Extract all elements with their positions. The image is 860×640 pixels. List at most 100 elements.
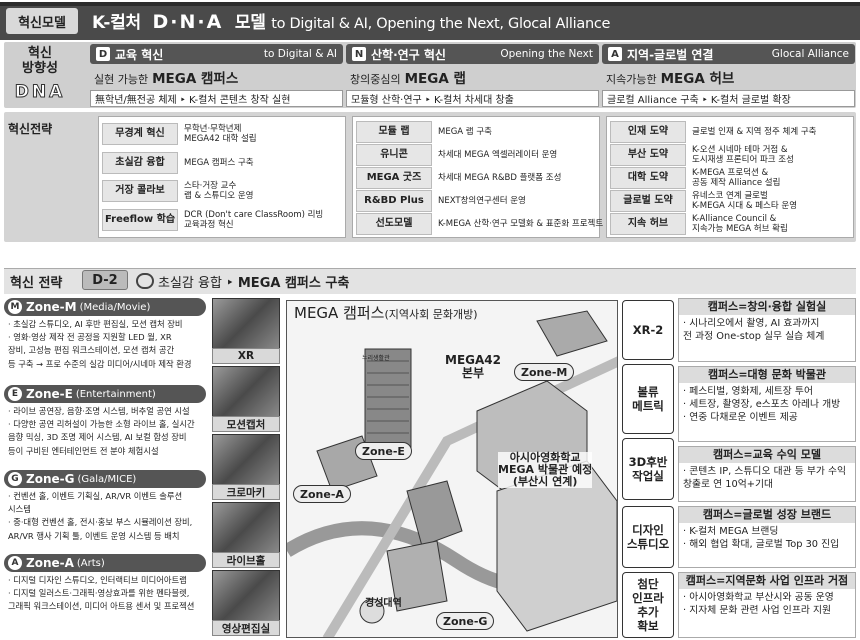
benefit-box: 캠퍼스=대형 문화 박물관 · 페스티벌, 영화제, 세트장 투어· 세트장, … [678, 366, 856, 442]
strategy-value: 글로벌 인재 & 지역 정주 체계 구축 [692, 127, 817, 137]
strategy-value-line: DCR (Don't care ClassRoom) 리빙 [184, 209, 324, 220]
benefit-item: · 해외 협업 확대, 글로벌 Top 30 진입 [683, 539, 840, 550]
strategy-value-line: K-MEGA 산학·연구 모델화 & 표준화 프로젝트 [438, 218, 604, 229]
zone-sub: (Media/Movie) [79, 301, 151, 313]
vision-col-desc: 無학년/無전공 체제 ‣ K-컬처 콘텐츠 창작 실현 [90, 90, 343, 107]
vision-col-strong: MEGA 캠퍼스 [152, 71, 239, 87]
zone-body: · 컨벤션 홀, 이벤트 기획실, AR/VR 이벤트 솔루션 시스템· 중·대… [4, 488, 206, 543]
section-title: 혁신 전략 [10, 276, 63, 291]
strategy-value-line: K-오션 시네마 테마 거점 & [692, 144, 788, 155]
vision-col-sub-text: 지속가능한 [606, 73, 657, 86]
thumb-label: 크로마키 [212, 484, 280, 500]
strategy-value-line: MEGA42 대학 설립 [184, 134, 257, 145]
section-bar [4, 268, 856, 294]
strategy-row: 부산 도약 K-오션 시네마 테마 거점 &도시재생 프론티어 파크 조성 [610, 143, 850, 166]
thumb-photo [213, 571, 279, 621]
zone-line: 등이 구비된 엔터테인먼트 전 분야 체험시설 [8, 445, 159, 456]
thumb-image [212, 570, 280, 622]
pin-zone-e[interactable]: Zone-E [355, 442, 412, 460]
zone-line: · 디지털 일러스트·그래픽·영상효과를 위한 펜타블렛, [8, 588, 190, 599]
thumb-label: 라이브홀 [212, 552, 280, 568]
strategy-value-line: K-Alliance Council & [692, 213, 777, 224]
strategy-key: 부산 도약 [610, 143, 686, 166]
strategy-key: Freeflow 학습 [102, 208, 178, 231]
vision-col-name: 교육 혁신 [115, 47, 164, 62]
zone-name: Zone-G [26, 472, 75, 486]
vision-label-2: 방향성 [22, 61, 58, 76]
strategy-value-line: K-MEGA 시대 & 페스타 운영 [692, 200, 798, 211]
zone-code: M [8, 300, 22, 314]
strategy-value: K-오션 시네마 테마 거점 &도시재생 프론티어 파크 조성 [692, 145, 794, 165]
strategy-value-line: 교육과정 혁신 [184, 219, 234, 230]
zone-line: · 영화·영상 제작 전 공정을 지원할 LED 월, XR [8, 332, 172, 343]
strategy-value: K-MEGA 프로덕션 &공동 제작 Alliance 설립 [692, 168, 780, 188]
thumb-image [212, 434, 280, 486]
benefit-item: · 콘텐츠 IP, 스튜디오 대관 등 부가 수익 [683, 466, 847, 477]
mega42-sub: 본부 [461, 366, 485, 380]
strategy-value: 차세대 MEGA R&BD 플랫폼 조성 [438, 173, 561, 183]
vision-col-head-left: A 지역-글로벌 연결 [608, 46, 713, 63]
zone-line: · 다양한 공연 리허설이 가능한 소형 라이브 홀, 실시간 [8, 419, 195, 430]
benefit-item: · K-컬처 MEGA 브랜딩 [683, 526, 779, 537]
strategy-row: Freeflow 학습 DCR (Don't care ClassRoom) 리빙… [102, 206, 342, 235]
benefit-item: · 시나리오에서 촬영, AI 효과까지 [683, 318, 820, 329]
vision-dna: DNA [14, 82, 66, 103]
section-text: 초실감 융합 ‣ MEGA 캠퍼스 구축 [158, 276, 350, 291]
section-code: D-2 [82, 270, 128, 290]
vision-col-strong: MEGA 랩 [404, 71, 466, 87]
feature-button[interactable]: XR-2 [622, 300, 674, 360]
vision-col-name: 지역-글로벌 연결 [627, 47, 714, 62]
zone-sub: (Gala/MICE) [77, 473, 137, 485]
map-title: MEGA 캠퍼스(지역사회 문화개방) [294, 302, 478, 323]
campus-map-drawing [287, 310, 617, 637]
pin-zone-m[interactable]: Zone-M [514, 363, 575, 381]
pin-zone-g[interactable]: Zone-G [436, 612, 495, 630]
benefit-item: · 아시아영화학교 부산시와 공동 운영 [683, 592, 834, 603]
strategy-value: K-Alliance Council &지속가능 MEGA 허브 확립 [692, 214, 788, 234]
vision-col-en: Opening the Next [500, 48, 593, 60]
vision-badge: A [608, 47, 622, 61]
benefit-item: · 지자체 문화 관련 사업 인프라 지원 [683, 605, 831, 616]
pin-zone-a[interactable]: Zone-A [293, 485, 351, 503]
feature-button-label: XR-2 [632, 323, 664, 337]
zone-name: Zone-A [26, 556, 74, 570]
zone-code: E [8, 387, 22, 401]
zone-line: 시스템 [8, 504, 31, 515]
vision-col-desc: 모듈형 산학·연구 ‣ K-컬처 차세대 창출 [346, 90, 599, 107]
benefit-item: 전 과정 One-stop 실무 실습 체계 [683, 331, 825, 342]
thumb-photo [213, 367, 279, 417]
benefit-box: 캠퍼스=창의·융합 실험실 · 시나리오에서 촬영, AI 효과까지 전 과정 … [678, 298, 856, 362]
strategy-value-line: 공동 제작 Alliance 설립 [692, 177, 781, 188]
strategy-key: 거장 콜라보 [102, 180, 178, 203]
zone-line: 그래픽 워크스테이션, 미디어 아트용 센서 및 프로젝션 [8, 601, 195, 612]
strategy-value-line: MEGA 랩 구축 [438, 126, 492, 137]
strategy-value-line: MEGA 캠퍼스 구축 [184, 157, 254, 168]
strategy-row: 지속 허브 K-Alliance Council &지속가능 MEGA 허브 확립 [610, 212, 850, 235]
zone-line: · 컨벤션 홀, 이벤트 기획실, AR/VR 이벤트 솔루션 [8, 491, 183, 501]
zone-body: · 초실감 스튜디오, AI 후반 편집실, 모션 캡처 장비· 영화·영상 제… [4, 316, 206, 371]
benefit-item: · 연중 다채로운 이벤트 제공 [683, 412, 798, 423]
vision-label: 혁신 방향성 [4, 46, 76, 76]
header-tag: 혁신모델 [6, 8, 78, 34]
benefit-box: 캠퍼스=글로벌 성장 브랜드 · K-컬처 MEGA 브랜딩· 해외 협업 확대… [678, 506, 856, 568]
strategy-key: 지속 허브 [610, 212, 686, 235]
